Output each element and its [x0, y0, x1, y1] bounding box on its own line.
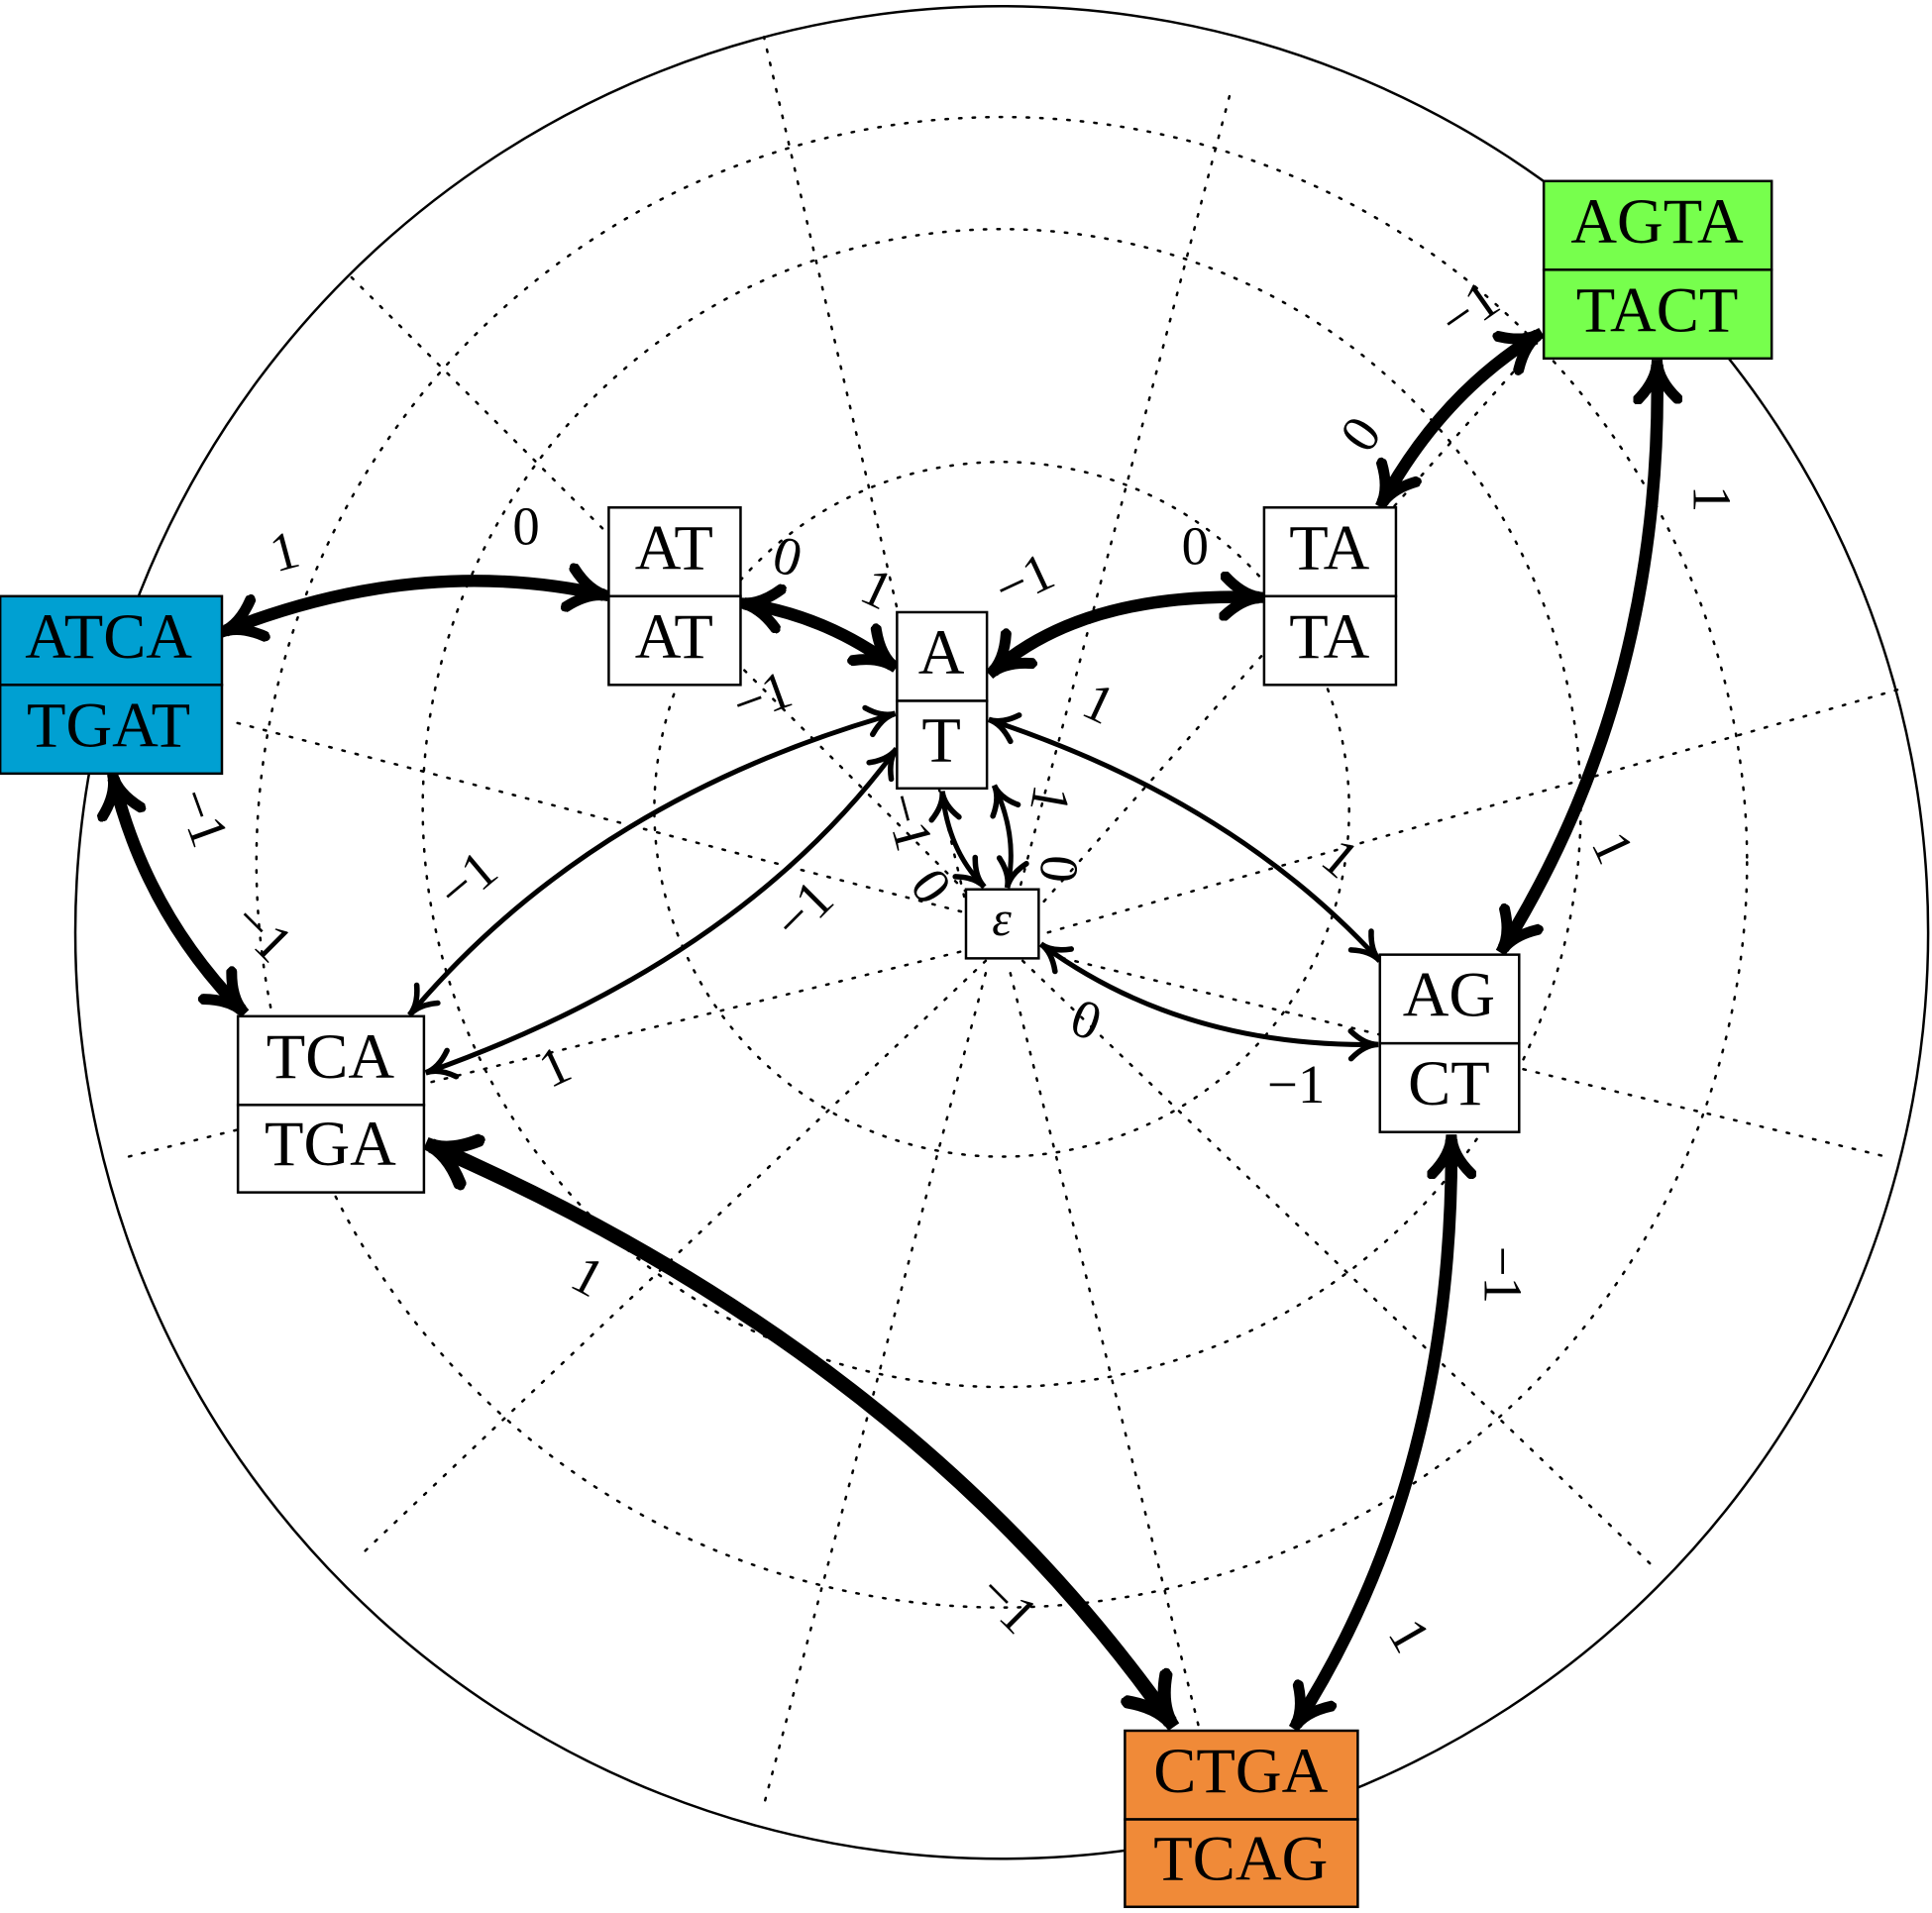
edge-label: 1 — [1074, 670, 1125, 736]
grid-circle — [255, 115, 1749, 1609]
node-top-label: TCA — [267, 1020, 395, 1092]
node-top-label: A — [918, 616, 965, 688]
edges — [114, 335, 1658, 1725]
edge-agta-ag — [1503, 365, 1658, 948]
node-top-label: ATCA — [25, 600, 192, 672]
edge-atca-tca — [114, 779, 242, 1010]
edge-tca-ctga — [431, 1145, 1170, 1722]
edge-label: −1 — [985, 540, 1063, 619]
edge-label: 0 — [899, 858, 964, 914]
edge-label: 1 — [562, 1243, 614, 1310]
node-label: ε — [992, 892, 1012, 946]
edge-a-ta — [993, 597, 1259, 672]
edge-label: 1 — [1682, 485, 1743, 512]
edge-label: 1 — [264, 518, 305, 584]
edge-label: −1 — [872, 786, 945, 857]
edge-label: 1 — [1580, 822, 1647, 873]
edge-label: 1 — [529, 1033, 580, 1100]
node-bottom-label: T — [921, 703, 961, 775]
edge-label: −1 — [1472, 1246, 1533, 1304]
edge-label: −1 — [967, 1561, 1050, 1645]
node-a: A T — [896, 610, 989, 791]
edge-eps-ag — [1038, 941, 1379, 1062]
node-at: AT AT — [607, 506, 742, 687]
edge-atca-at — [226, 581, 604, 630]
edge-label: 1 — [1377, 1609, 1443, 1662]
edge-t-ag — [987, 712, 1382, 963]
edge-label: 0 — [512, 496, 539, 557]
node-tca: TCA TGA — [236, 1014, 426, 1194]
edge-label: −1 — [221, 891, 304, 974]
node-ctga: CTGA TCAG — [1124, 1729, 1359, 1909]
edge-t-eps-left — [928, 791, 987, 890]
node-bottom-label: CT — [1408, 1047, 1490, 1118]
node-bottom-label: AT — [635, 600, 713, 672]
edge-label: −1 — [1267, 1054, 1325, 1115]
node-agta: AGTA TACT — [1542, 179, 1773, 361]
node-epsilon: ε — [964, 888, 1040, 960]
edge-label: −1 — [164, 780, 241, 855]
edge-ta-agta — [1382, 335, 1538, 502]
edge-label: 0 — [1028, 853, 1091, 886]
edge-t-eps-right — [990, 784, 1029, 889]
node-top-label: CTGA — [1153, 1735, 1328, 1806]
edge-label: −1 — [425, 838, 508, 921]
node-top-label: AT — [635, 511, 713, 583]
edge-tca-t-lower — [424, 746, 900, 1080]
node-atca: ATCA TGAT — [0, 594, 224, 776]
outer-circle — [73, 4, 1930, 1860]
node-bottom-label: TA — [1289, 600, 1369, 672]
edge-label: 0 — [767, 523, 808, 588]
node-top-label: AG — [1403, 959, 1495, 1030]
edge-label: 1 — [1311, 826, 1370, 890]
edge-at-a — [744, 603, 892, 665]
node-ag: AG CT — [1378, 953, 1521, 1133]
edge-ag-ctga — [1296, 1139, 1451, 1725]
node-top-label: AGTA — [1570, 185, 1744, 257]
edge-label: −1 — [1428, 268, 1510, 351]
edge-label: 0 — [1328, 405, 1393, 462]
edge-label: 0 — [1063, 987, 1110, 1053]
node-bottom-label: TACT — [1576, 273, 1739, 345]
node-bottom-label: TGA — [265, 1108, 396, 1179]
node-ta: TA TA — [1262, 506, 1398, 687]
node-top-label: TA — [1289, 511, 1369, 583]
edge-label: 0 — [1182, 516, 1209, 577]
node-bottom-label: TCAG — [1153, 1822, 1328, 1893]
edge-label: 1 — [1019, 781, 1083, 818]
node-bottom-label: TGAT — [27, 689, 190, 760]
edge-label: 1 — [852, 556, 903, 622]
